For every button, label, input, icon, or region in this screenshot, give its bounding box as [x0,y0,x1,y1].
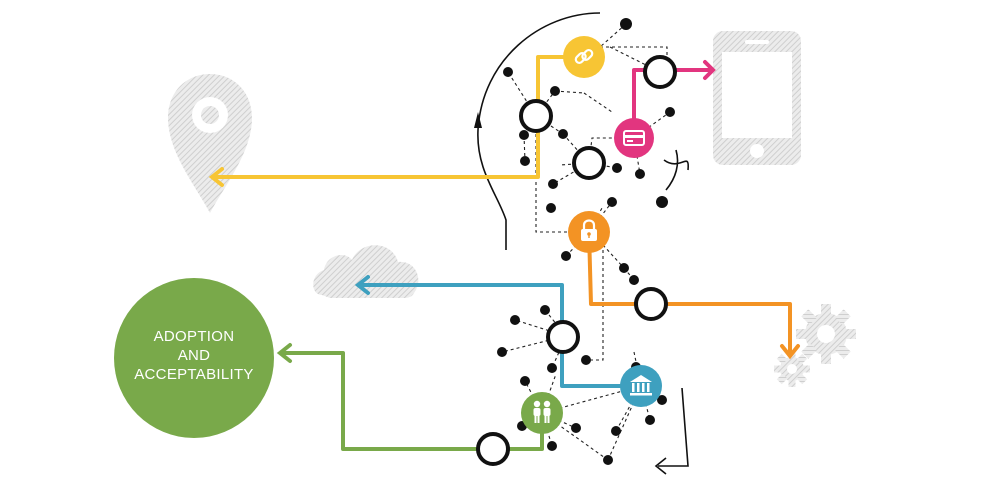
adoption-circle [114,278,274,438]
green-line [280,351,544,451]
orange-arrowhead [780,344,800,360]
ring-node [476,432,510,466]
arrow-heads [208,60,800,363]
people-node [521,392,563,434]
link-icon [574,48,594,65]
card-node [614,118,654,158]
adoption-label-line-1: ADOPTION [153,328,235,345]
location-pin-icon [168,74,252,213]
connection-lines [212,55,792,451]
ring-node [546,320,580,354]
bank-node [620,365,662,407]
lock-icon [581,219,597,241]
blue-arrowhead [354,275,370,295]
bank-icon [630,375,652,396]
blue-line [358,283,641,388]
credit-card-icon [623,130,645,146]
orange-line [587,231,792,354]
yellow-arrowhead [208,167,224,187]
ring-nodes [476,55,677,466]
link-node [563,36,605,78]
pink-arrowhead [703,60,716,80]
adoption-label: ADOPTION AND ACCEPTABILITY [108,327,280,384]
people-icon [533,400,551,423]
head-outline [474,12,690,475]
adoption-label-line-2: AND [177,347,211,364]
green-arrowhead [276,343,292,363]
ring-node [519,99,553,133]
ring-node [572,146,606,180]
pink-line [632,68,713,138]
smartphone-icon [713,31,801,165]
gears-icon [774,304,856,387]
ring-node [643,55,677,89]
lock-node [568,211,610,253]
ring-node [634,287,668,321]
adoption-label-line-3: ACCEPTABILITY [134,366,254,383]
